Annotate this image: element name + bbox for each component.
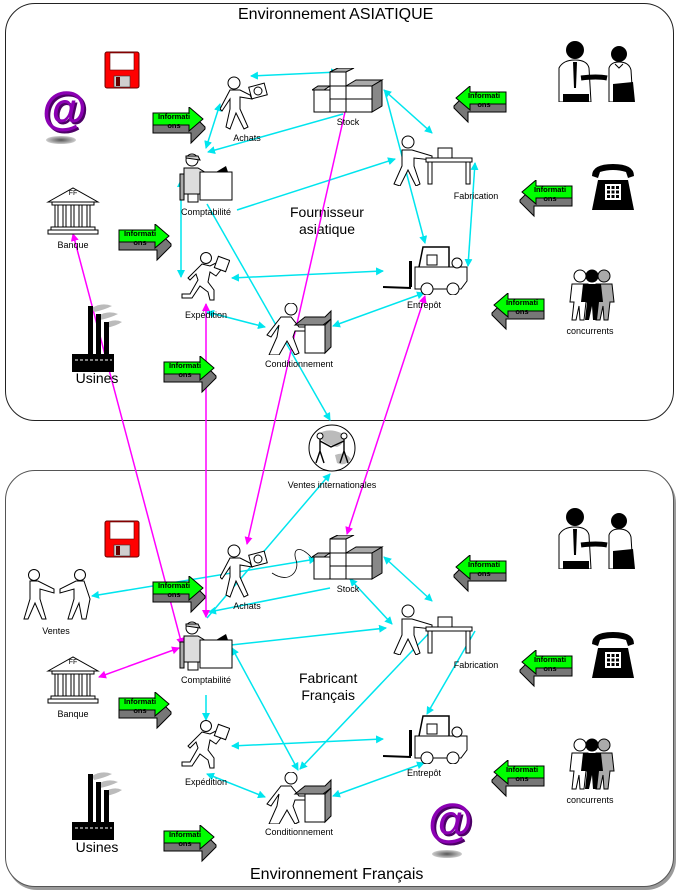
information-arrow: Informati ons [452,86,508,126]
bank-sign-bottom: FF [68,659,78,666]
information-arrow: Informati ons [490,293,546,333]
warehouse-label-bottom: Entrepôt [406,768,442,778]
shipping-label-bottom: Expédition [184,777,228,787]
factory-icon-bottom [72,772,122,840]
floppy-disk-icon [104,51,140,89]
information-arrow: Informati ons [162,356,218,396]
information-arrow: Informati ons [151,107,207,147]
warehouse-label: Entrepôt [406,300,442,310]
sales-label: Ventes [42,626,70,636]
bank-label: Banque [57,240,89,250]
telephone-icon [592,164,634,210]
information-arrow-bottom: Informati ons [452,555,508,595]
competitors-group-icon [569,269,615,321]
international-sales-label: Ventes internationales [287,480,377,490]
information-arrow-bottom: Informati ons [518,650,574,690]
information-arrow: Informati ons [518,180,574,220]
email-at-icon-bottom: @ [428,797,473,868]
accounting-desk-icon-bottom [179,621,233,671]
information-arrow: Informati ons [117,224,173,264]
asian-supplier-title: Fournisseur asiatique [290,204,364,237]
factory-icon [72,304,122,372]
bank-icon [46,187,100,235]
warehouse-forklift-icon [383,246,468,295]
information-arrow-bottom: Informati ons [162,825,218,865]
shipping-runner-icon-bottom [181,720,230,769]
information-arrow-bottom: Informati ons [151,576,207,616]
international-sales-globe-icon [308,424,356,472]
manufacturing-worker-icon-bottom [393,604,473,655]
telephone-icon-bottom [592,632,634,678]
purchasing-person-icon-bottom [220,544,268,598]
information-arrow-bottom: Informati ons [490,760,546,800]
sales-people-icon [23,569,91,620]
competitors-label-bottom: concurrents [566,795,614,805]
shipping-label: Expédition [184,310,228,320]
floppy-disk-icon-bottom [104,520,140,558]
french-manufacturer-title: Fabricant Français [299,670,358,703]
competitors-group-icon-bottom [569,738,615,790]
packaging-worker-icon-bottom [266,772,332,824]
accounting-desk-icon [179,153,233,203]
bank-sign: FF [68,190,78,197]
email-at-icon: @ [42,85,87,156]
stock-label-bottom: Stock [336,584,360,594]
manufacturing-worker-icon [393,135,473,186]
bank-label-bottom: Banque [57,709,89,719]
competitors-label: concurrents [566,326,614,336]
stock-boxes-icon-bottom [312,535,384,580]
business-handshake-icon-bottom [558,508,635,569]
factory-label: Usines [75,370,119,386]
bank-icon-bottom [46,656,100,704]
purchasing-label: Achats [233,133,261,143]
purchasing-label-bottom: Achats [233,601,261,611]
accounting-label: Comptabilité [180,207,232,217]
packaging-label-bottom: Conditionnement [264,827,334,837]
stock-label: Stock [336,117,360,127]
manufacturing-label: Fabrication [453,191,499,201]
french-environment-title: Environnement Français [250,866,424,883]
manufacturing-label-bottom: Fabrication [453,660,499,670]
accounting-label-bottom: Comptabilité [180,675,232,685]
asian-environment-title: Environnement ASIATIQUE [238,6,434,23]
shipping-runner-icon [181,252,230,301]
purchasing-person-icon [220,76,268,130]
packaging-label: Conditionnement [264,359,334,369]
information-arrow-bottom: Informati ons [117,692,173,732]
warehouse-forklift-icon-bottom [383,715,468,764]
stock-boxes-icon [312,68,384,113]
factory-label-bottom: Usines [75,839,119,855]
business-handshake-icon [558,41,635,102]
packaging-worker-icon [266,303,332,355]
